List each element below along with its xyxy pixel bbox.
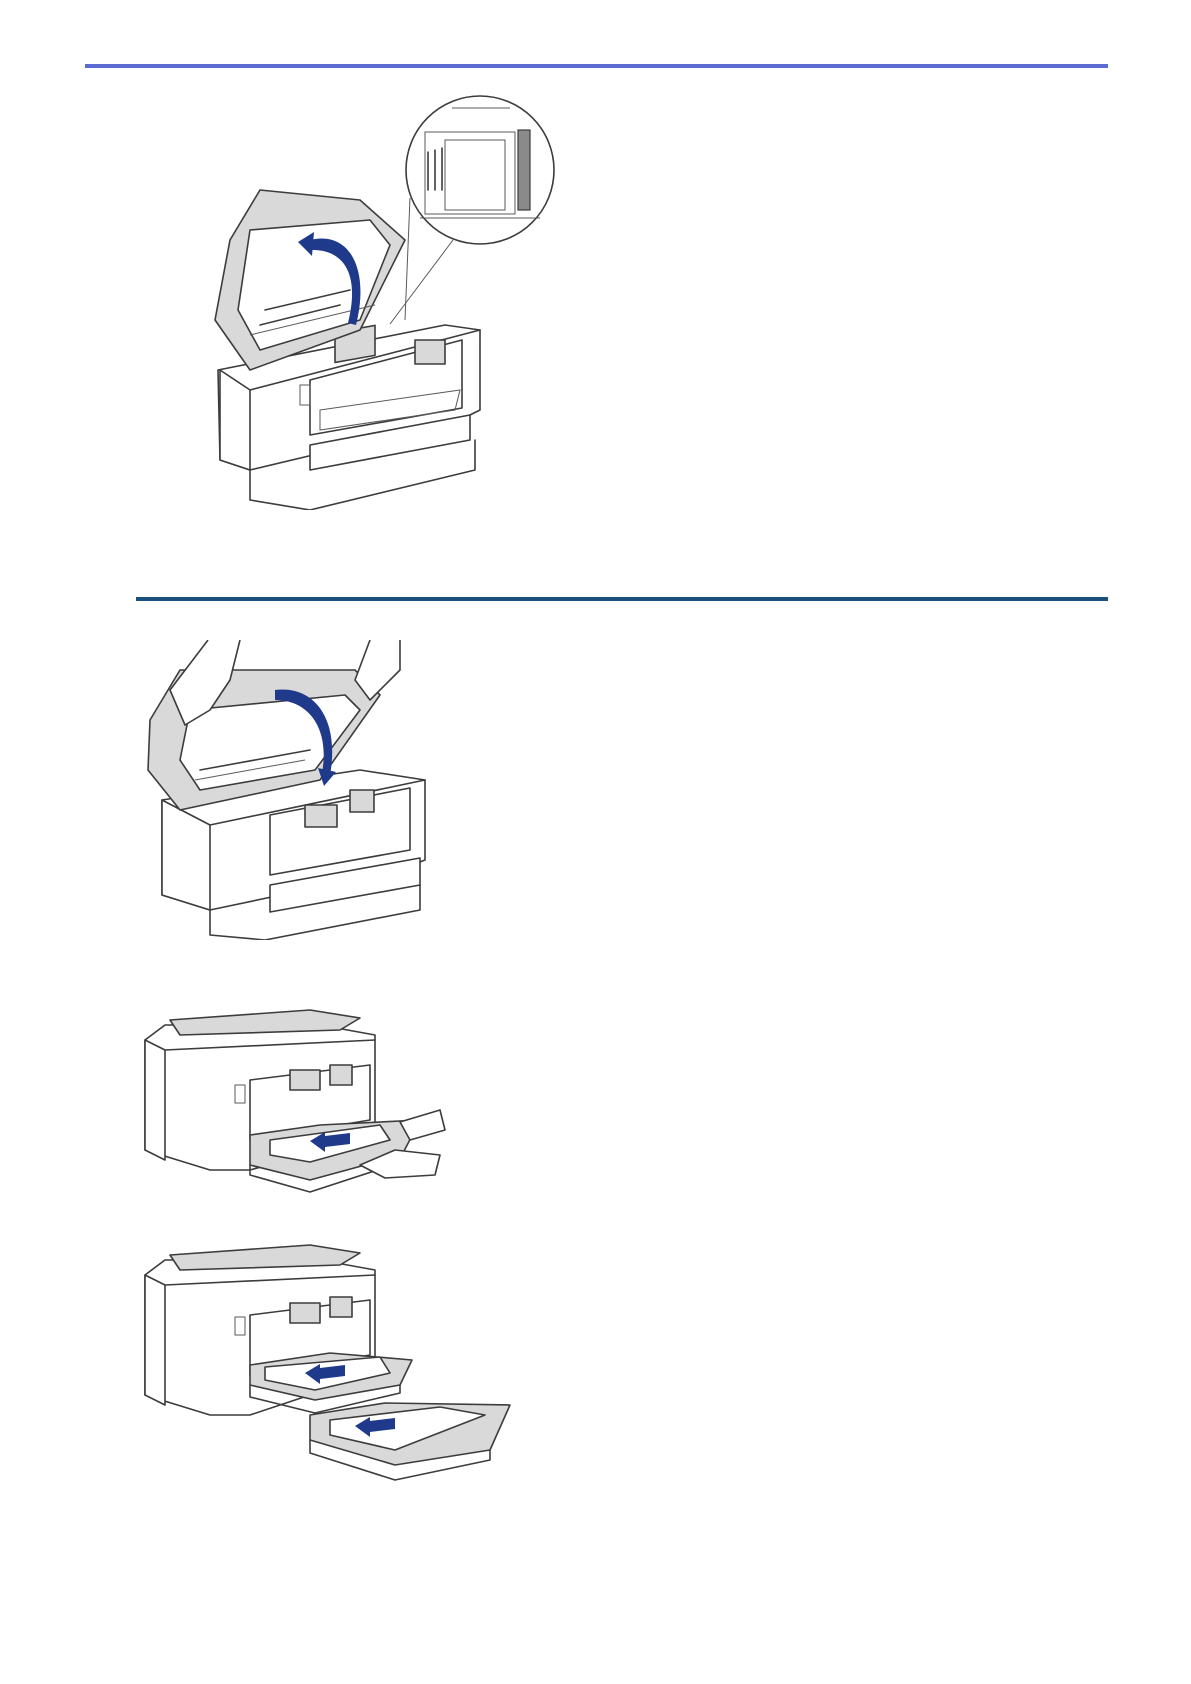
printer-two-trays-icon [140,1235,520,1485]
printer-tray-icon [140,1000,450,1200]
figure-push-two-paper-trays [140,1235,520,1485]
printer-open-icon [190,90,590,510]
section-divider-rule [136,597,1108,601]
printer-close-icon [140,640,440,940]
figure-close-scanner-cover [140,640,440,940]
figure-push-paper-tray [140,1000,450,1200]
figure-scanner-cover-open [190,90,590,510]
top-accent-rule [85,64,1108,68]
